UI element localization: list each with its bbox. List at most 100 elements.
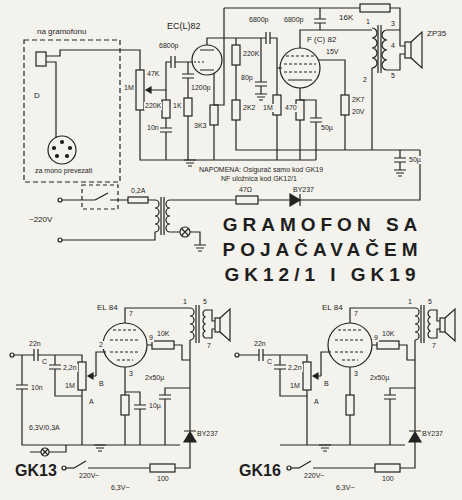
component-label: 2 bbox=[362, 76, 368, 84]
wire-symbol bbox=[210, 105, 218, 125]
wire-symbol bbox=[184, 98, 192, 116]
component-label: 80p bbox=[240, 74, 254, 82]
title: GRAMOFON SA POJAČAVAČEM GK12/1 I GK19 bbox=[195, 212, 450, 287]
component-label: 1200p bbox=[190, 84, 211, 92]
component-label: 9 bbox=[373, 334, 379, 342]
component-label: 16K bbox=[338, 14, 354, 23]
component-label: 6,3V~ bbox=[335, 484, 356, 492]
wire-symbol bbox=[16, 355, 146, 456]
component-label: 2 bbox=[98, 341, 104, 349]
wire-symbol bbox=[61, 141, 64, 144]
component-label: 10K bbox=[381, 330, 395, 338]
wire-symbol bbox=[48, 136, 76, 164]
component-label: 22n bbox=[28, 340, 42, 348]
component-label: EL 84 bbox=[96, 304, 119, 313]
wire-symbol bbox=[284, 56, 316, 72]
wire-symbol bbox=[405, 42, 411, 58]
component-label: 1 bbox=[407, 298, 413, 306]
component-label: 0,2A bbox=[130, 187, 146, 195]
wire-symbol bbox=[382, 30, 387, 70]
component-label: 6800p bbox=[283, 16, 304, 24]
wire-symbol bbox=[166, 200, 200, 245]
component-label: 7 bbox=[206, 342, 212, 350]
wire-symbol bbox=[232, 45, 240, 65]
component-label: 1 bbox=[365, 18, 371, 26]
wire-symbol bbox=[288, 30, 372, 100]
component-label: 1M bbox=[64, 382, 76, 390]
component-label: F (C) 82 bbox=[306, 36, 337, 45]
wire-symbol bbox=[266, 32, 282, 160]
component-label: 7 bbox=[128, 310, 134, 318]
component-label: 2x50µ bbox=[144, 374, 165, 382]
component-label: 1K bbox=[172, 102, 183, 110]
component-label: 10n bbox=[146, 124, 160, 132]
component-label: 3 bbox=[390, 20, 396, 28]
component-label: EL 84 bbox=[321, 304, 344, 313]
wire-symbol bbox=[62, 200, 159, 240]
component-label: 10n bbox=[30, 384, 44, 392]
wire-symbol bbox=[235, 305, 455, 472]
component-label: 220K bbox=[242, 50, 260, 58]
component-label: 5 bbox=[390, 72, 396, 80]
component-label: na gramofonu bbox=[36, 28, 87, 37]
wire-symbol bbox=[69, 147, 72, 150]
component-label: 3 bbox=[353, 370, 359, 378]
model-label: GK16 bbox=[238, 462, 282, 480]
wire-symbol bbox=[360, 4, 390, 12]
component-label: 6,3V~ bbox=[110, 484, 131, 492]
wire-symbol bbox=[394, 150, 406, 170]
wire-symbol bbox=[128, 197, 148, 203]
component-label: 2,2n bbox=[287, 364, 303, 372]
component-label: 220V~ bbox=[303, 472, 325, 480]
component-label: 4 bbox=[390, 42, 396, 50]
component-label: ~220V bbox=[28, 216, 53, 225]
component-label: 2K2 bbox=[242, 104, 256, 112]
wire-symbol bbox=[41, 448, 49, 456]
wire-symbol bbox=[160, 90, 172, 160]
component-label: 2,2n bbox=[62, 364, 78, 372]
component-label: 1M bbox=[262, 104, 274, 112]
component-label: ZP35 bbox=[426, 30, 447, 39]
component-label: 1M bbox=[123, 84, 135, 92]
wire-symbol bbox=[232, 100, 240, 120]
component-label: BY237 bbox=[421, 430, 444, 438]
wire-symbol bbox=[300, 100, 322, 160]
component-label: 20V bbox=[351, 108, 365, 116]
wire-symbol bbox=[378, 25, 381, 73]
component-label: B bbox=[98, 380, 105, 388]
wire-symbol bbox=[46, 50, 140, 138]
wire-symbol bbox=[200, 38, 266, 105]
component-label: A bbox=[313, 398, 320, 406]
component-label: NAPOMENA: Osigurač samo kod GK19 bbox=[198, 166, 324, 174]
wire-symbol bbox=[82, 185, 118, 209]
component-label: A bbox=[88, 398, 95, 406]
component-label: 15V bbox=[325, 48, 339, 56]
component-label: za mono prevezati bbox=[34, 167, 93, 175]
wire-symbol bbox=[94, 445, 106, 451]
component-label: 5 bbox=[202, 298, 208, 306]
wire-symbol bbox=[182, 62, 194, 160]
wire-symbol bbox=[394, 170, 406, 176]
wire-symbol bbox=[224, 8, 405, 70]
component-label: 5 bbox=[427, 298, 433, 306]
wire-symbol bbox=[194, 245, 206, 251]
component-label: 470 bbox=[284, 104, 298, 112]
wire-symbol bbox=[56, 155, 59, 158]
component-label: 2x50µ bbox=[369, 374, 390, 382]
component-label: 100 bbox=[381, 475, 395, 483]
component-label: 10K bbox=[156, 330, 170, 338]
component-label: 9 bbox=[148, 334, 154, 342]
component-label: BY237 bbox=[292, 186, 315, 194]
wire-symbol bbox=[255, 38, 267, 94]
wire-symbol bbox=[280, 48, 320, 88]
wire-symbol bbox=[255, 94, 267, 100]
wire-symbol bbox=[411, 32, 422, 68]
component-label: NF uložnica kod GK12/1 bbox=[220, 175, 298, 183]
component-label: 220V~ bbox=[78, 472, 100, 480]
wire-symbol bbox=[319, 445, 331, 451]
component-label: 47Ω bbox=[238, 186, 253, 194]
component-label: 7 bbox=[431, 342, 437, 350]
component-label: 100 bbox=[156, 475, 170, 483]
component-label: D bbox=[33, 92, 41, 101]
wire-symbol bbox=[125, 392, 146, 445]
